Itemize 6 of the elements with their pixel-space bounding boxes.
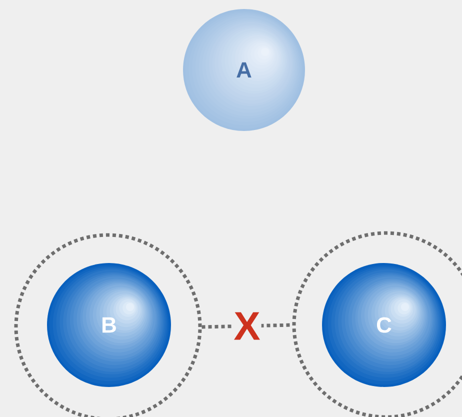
sphere: A <box>183 9 305 131</box>
cross-mark: X <box>232 311 262 341</box>
sphere: C <box>322 263 446 387</box>
dotted-ring <box>292 231 462 417</box>
dotted-ring <box>14 233 202 417</box>
sphere: B <box>47 263 171 387</box>
